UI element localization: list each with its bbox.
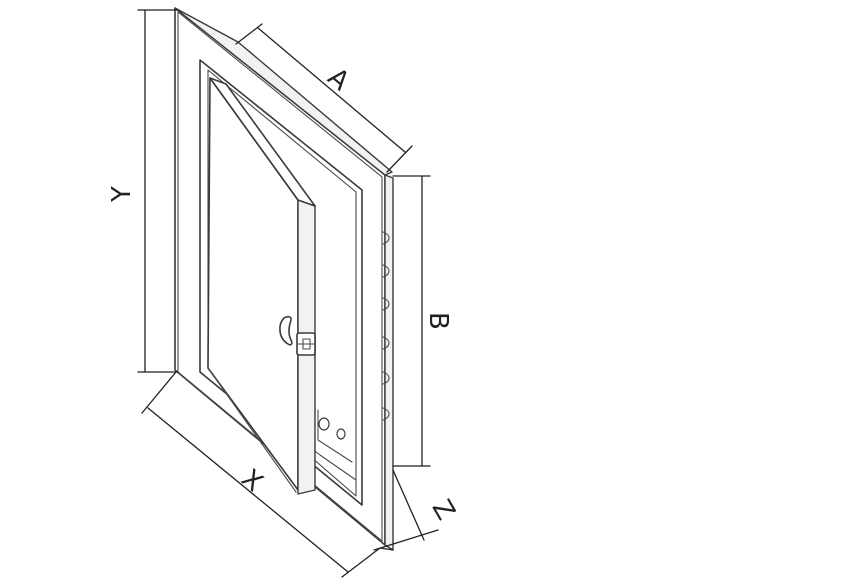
frame-top-depth <box>174 7 393 176</box>
door-handle-icon <box>279 315 293 346</box>
dimension-b <box>392 175 431 467</box>
label-z: Z <box>426 495 461 525</box>
dimension-z <box>373 469 439 551</box>
label-b: B <box>423 312 453 330</box>
dimension-y <box>137 9 179 373</box>
dimension-a <box>235 23 413 173</box>
ledge-holes <box>317 409 353 463</box>
label-y: Y <box>107 186 137 203</box>
door-lock <box>296 332 316 356</box>
mounting-lugs <box>382 231 390 421</box>
dimension-x <box>141 371 381 578</box>
label-x: X <box>235 464 268 498</box>
label-a: A <box>322 62 355 97</box>
